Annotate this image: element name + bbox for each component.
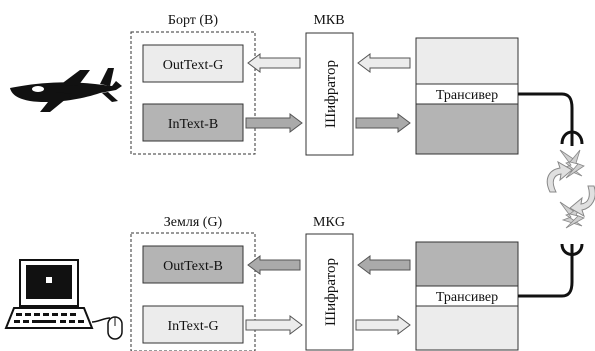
transceiver-top-upper [415,37,519,85]
intext-b-label: InText-B [168,117,218,132]
airplane-icon [10,68,122,112]
cipher-box-top [305,32,354,156]
ground-group-label: Земля (G) [164,215,223,230]
outtext-g-label: OutText-G [163,58,223,73]
mkg-label: МКG [313,215,345,230]
arrow-intext-g-to-cipher [245,315,303,335]
arrow-transceiver-to-cipher-bottom [357,255,411,275]
arrow-cipher-to-transceiver-bottom [355,315,411,335]
antenna-icon [560,124,584,146]
transceiver-bottom-upper [415,241,519,287]
cipher-box-bottom [305,233,354,351]
ground-group-frame [130,232,256,351]
transceiver-top-label: Трансивер [436,88,498,103]
link-section [546,149,595,229]
cycle-arrows-icon [546,160,595,218]
cable-bottom [518,264,574,298]
intext-b-box [142,103,244,142]
mkv-label: МКВ [313,13,344,28]
arrow-transceiver-to-cipher [357,53,411,73]
board-group-label: Борт (B) [168,13,218,28]
transceiver-bottom-lower [415,305,519,351]
outtext-g-box [142,44,244,83]
lightning-signal-icon [559,149,585,229]
cipher-label-top: Шифратор [323,60,339,128]
cable-top [518,92,574,124]
intext-g-label: InText-G [167,319,218,334]
intext-g-box [142,305,244,344]
arrow-cipher-to-transceiver [355,113,411,133]
arrow-cipher-to-outtext-b [247,255,301,275]
arrow-intext-to-cipher [245,113,303,133]
arrow-cipher-to-outtext [247,53,301,73]
transceiver-bottom-label: Трансивер [436,290,498,305]
mouse-icon [91,316,123,340]
computer-icon [4,259,94,329]
outtext-b-box [142,245,244,284]
board-group-frame [130,31,256,155]
antenna-icon [560,243,584,266]
transceiver-top-lower [415,103,519,155]
board-section: Борт (B) OutText-G InText-B МКВ Шифратор… [10,13,584,156]
ground-section: Земля (G) OutText-B InText-G МКG Шифрато… [4,215,584,351]
outtext-b-label: OutText-B [163,259,223,274]
cipher-label-bottom: Шифратор [323,258,339,326]
